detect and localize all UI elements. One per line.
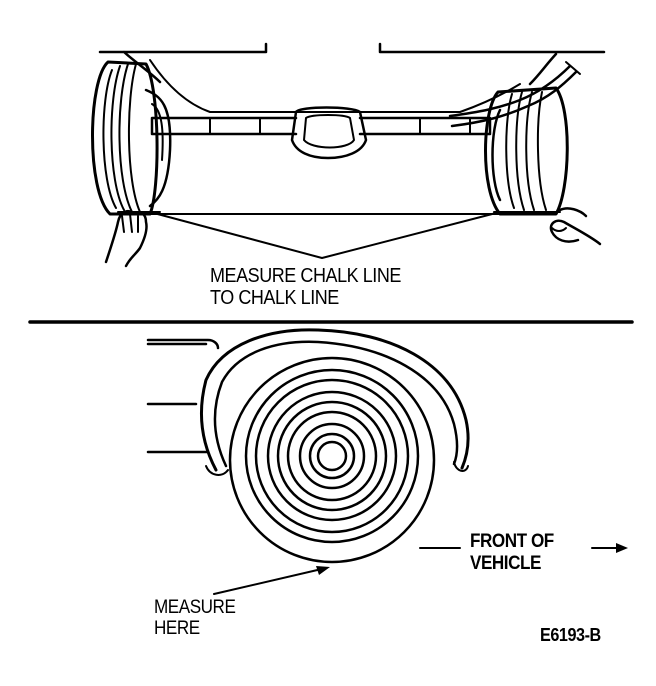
body-lower-edge: [149, 59, 521, 113]
fender-arch-outer: [199, 328, 470, 472]
chalk-label-line-2: TO CHALK LINE: [210, 287, 339, 309]
front-label-line-1: FRONT OF: [470, 531, 554, 552]
left-tire: [91, 60, 172, 216]
right-hand: [549, 207, 602, 246]
side-view: [146, 328, 628, 595]
measure-label-line-1: MEASURE: [154, 597, 236, 618]
axle-housing: [150, 116, 492, 136]
chalk-leader-lines: [149, 211, 501, 259]
rear-axle-view: [91, 42, 606, 268]
measure-arrowhead: [316, 566, 330, 575]
measure-label-line-2: HERE: [154, 618, 200, 639]
body-trim: [146, 338, 220, 350]
measure-leader: [213, 567, 327, 595]
exhaust-pipe: [448, 64, 578, 128]
wheel: [228, 356, 436, 564]
body-outline: [98, 42, 606, 86]
left-hand: [104, 210, 148, 268]
figure-id: E6193-B: [540, 625, 601, 645]
differential: [290, 106, 368, 160]
fender-arch-inner: [213, 340, 459, 468]
front-label-line-2: VEHICLE: [470, 553, 541, 574]
chalk-label-line-1: MEASURE CHALK LINE: [210, 265, 401, 287]
front-arrowhead: [616, 543, 628, 553]
